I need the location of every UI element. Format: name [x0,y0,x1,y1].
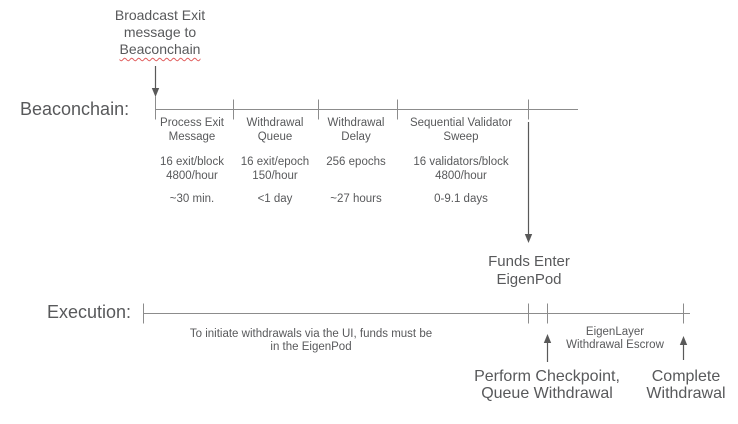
segment-title: Sequential Validator Sweep [409,117,513,143]
segment-duration: ~27 hours [330,193,382,205]
segment-duration: <1 day [257,193,293,205]
segment-rate: 16 exit/block 4800/hour [160,156,224,182]
beaconchain-row-label: Beaconchain: [20,99,130,119]
funds-arrow-head [524,234,533,243]
beacon-segment-process-exit: Process Exit Message 16 exit/block 4800/… [137,116,247,206]
complete-withdrawal-label: Complete Withdrawal [646,368,726,402]
segment-duration: ~30 min. [169,193,215,205]
segment-title: Process Exit Message [160,117,224,143]
broadcast-note-line1: Broadcast Exit [114,7,206,23]
broadcast-arrow-head [151,88,160,97]
checkpoint-arrow-head [543,334,552,343]
broadcast-note: Broadcast Exit message to Beaconchain [90,7,230,58]
segment-duration: 0-9.1 days [434,193,488,205]
broadcast-note-line2: message to [123,24,197,40]
execution-row-label: Execution: [47,302,132,322]
beacon-segment-withdrawal-delay: Withdrawal Delay 256 epochs ~27 hours [301,116,411,206]
segment-rate: 16 exit/epoch 150/hour [240,156,310,182]
complete-arrow-head [679,336,688,345]
segment-title: Withdrawal Queue [246,117,304,143]
beacon-segment-validator-sweep: Sequential Validator Sweep 16 validators… [391,116,531,206]
segment-rate: 16 validators/block 4800/hour [413,156,509,182]
perform-checkpoint-label: Perform Checkpoint, Queue Withdrawal [474,368,620,402]
beacon-segment-withdrawal-queue: Withdrawal Queue 16 exit/epoch 150/hour … [220,116,330,206]
broadcast-note-line3: Beaconchain [119,41,201,57]
escrow-label: EigenLayer Withdrawal Escrow [566,326,664,351]
segment-rate: 256 epochs [326,156,386,168]
segment-title: Withdrawal Delay [327,117,385,143]
funds-enter-label: Funds Enter EigenPod [488,253,570,288]
execution-note: To initiate withdrawals via the UI, fund… [189,328,433,353]
